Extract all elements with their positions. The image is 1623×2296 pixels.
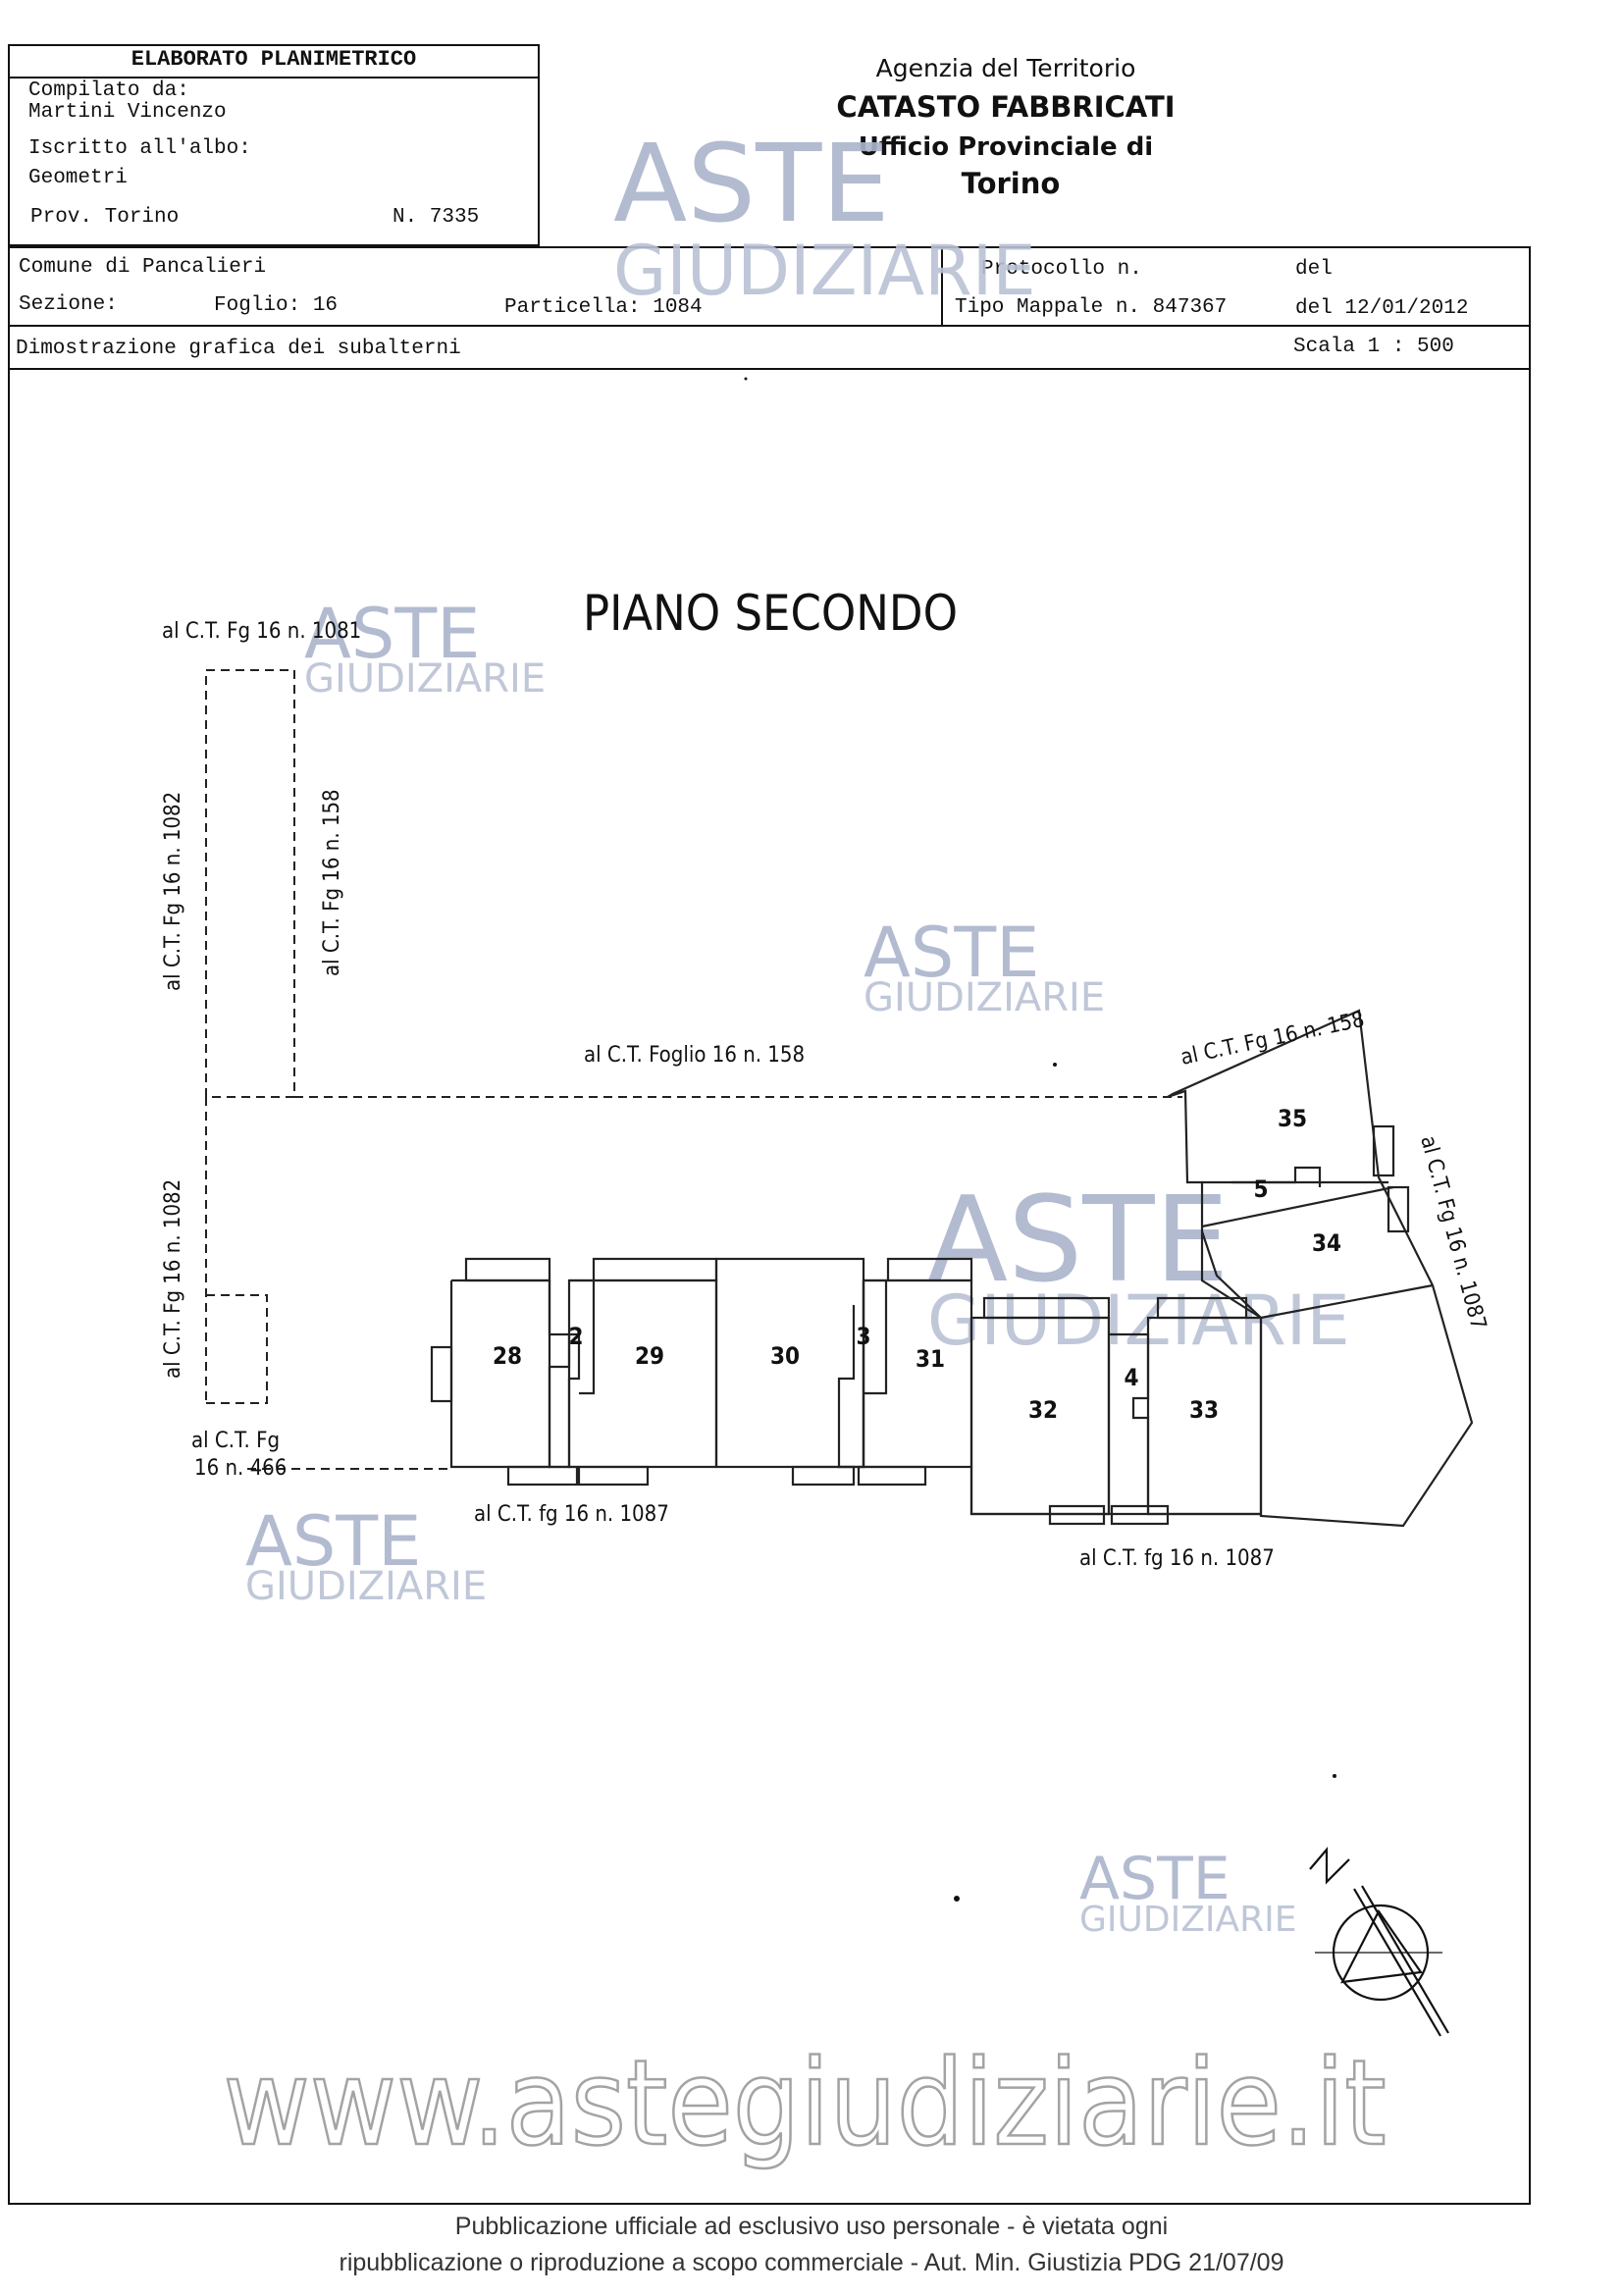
agency-catasto: CATASTO FABBRICATI <box>836 90 1176 124</box>
svg-text:GIUDIZIARIE: GIUDIZIARIE <box>1079 1900 1296 1940</box>
scan-specks <box>744 377 1336 1902</box>
province: Prov. Torino <box>30 206 180 229</box>
watermark-url: www.astegiudiziarie.it <box>223 2036 1386 2172</box>
svg-text:35: 35 <box>1278 1105 1307 1132</box>
tipo-mappale-date: del 12/01/2012 <box>1295 297 1469 320</box>
info-divider <box>941 246 943 327</box>
header-title-box <box>8 44 540 78</box>
svg-text:ASTE: ASTE <box>864 913 1039 993</box>
registration-number: N. 7335 <box>393 206 480 229</box>
registered-label: Iscritto all'albo: <box>28 137 251 160</box>
svg-text:30: 30 <box>770 1342 800 1370</box>
svg-text:28: 28 <box>493 1342 522 1370</box>
footer-line-2: ripubblicazione o riproduzione a scopo c… <box>339 2249 1284 2276</box>
svg-text:al C.T. Fg 16 n. 158: al C.T. Fg 16 n. 158 <box>320 789 344 976</box>
boundary-lines <box>205 669 1182 1470</box>
svg-text:34: 34 <box>1312 1229 1341 1257</box>
building-outlines <box>430 1009 1474 1528</box>
svg-text:GIUDIZIARIE: GIUDIZIARIE <box>613 231 1036 311</box>
particella: Particella: 1084 <box>504 296 703 319</box>
agency-office: Ufficio Provinciale di <box>858 132 1154 162</box>
svg-text:3: 3 <box>856 1323 870 1350</box>
agency-name: Agenzia del Territorio <box>875 54 1136 82</box>
protocollo-date-label: del <box>1295 258 1333 281</box>
protocollo: Protocollo n. <box>981 258 1142 281</box>
svg-text:al C.T. fg 16 n. 1087: al C.T. fg 16 n. 1087 <box>1079 1546 1275 1571</box>
svg-text:ASTE: ASTE <box>613 121 890 246</box>
tipo-mappale: Tipo Mappale n. 847367 <box>955 296 1228 319</box>
svg-text:ASTE: ASTE <box>245 1501 421 1582</box>
dimostrazione: Dimostrazione grafica dei subalterni <box>16 338 461 360</box>
svg-text:29: 29 <box>635 1342 664 1370</box>
svg-text:ASTE: ASTE <box>927 1173 1229 1309</box>
svg-text:al C.T. Fg 16 n. 1082: al C.T. Fg 16 n. 1082 <box>161 792 185 991</box>
svg-text:32: 32 <box>1028 1396 1058 1424</box>
boundary-labels: al C.T. Fg 16 n. 1081 al C.T. Fg 16 n. 1… <box>161 619 1491 1571</box>
svg-text:al C.T. Fg 16 n. 1082: al C.T. Fg 16 n. 1082 <box>161 1179 185 1379</box>
svg-text:al C.T. Fg 16 n. 1081: al C.T. Fg 16 n. 1081 <box>162 619 361 644</box>
svg-text:GIUDIZIARIE: GIUDIZIARIE <box>927 1280 1350 1361</box>
svg-text:2: 2 <box>568 1323 583 1350</box>
svg-text:al C.T. Fg: al C.T. Fg <box>191 1429 280 1453</box>
compiled-label: Compilato da: <box>28 79 189 102</box>
svg-text:al C.T. fg 16 n. 1087: al C.T. fg 16 n. 1087 <box>474 1502 669 1527</box>
svg-text:5: 5 <box>1253 1175 1268 1203</box>
north-arrow-icon <box>1309 1847 1449 2037</box>
footer-line-1: Pubblicazione ufficiale ad esclusivo uso… <box>454 2213 1169 2240</box>
agency-city: Torino <box>961 167 1061 200</box>
svg-text:GIUDIZIARIE: GIUDIZIARIE <box>864 975 1105 1020</box>
svg-text:al C.T. Fg 16 n. 158: al C.T. Fg 16 n. 158 <box>1178 1008 1367 1070</box>
scala: Scala 1 : 500 <box>1293 336 1454 358</box>
registered-value: Geometri <box>28 167 128 189</box>
plan-title: PIANO SECONDO <box>583 585 958 642</box>
drawing-frame <box>8 368 1531 2205</box>
svg-text:al C.T. Fg 16 n. 1087: al C.T. Fg 16 n. 1087 <box>1415 1133 1491 1332</box>
foglio: Foglio: 16 <box>214 294 339 317</box>
subalterni-row <box>8 325 1531 370</box>
sezione: Sezione: <box>19 293 118 316</box>
unit-labels: 28 2 29 30 3 31 32 4 33 35 5 34 <box>493 1105 1341 1424</box>
svg-text:GIUDIZIARIE: GIUDIZIARIE <box>245 1564 487 1609</box>
svg-text:GIUDIZIARIE: GIUDIZIARIE <box>304 656 546 702</box>
watermark-aste: ASTE GIUDIZIARIE ASTE GIUDIZIARIE ASTE G… <box>222 121 1387 2173</box>
svg-text:ASTE: ASTE <box>304 594 480 674</box>
svg-text:16 n. 466: 16 n. 466 <box>194 1456 287 1481</box>
svg-text:31: 31 <box>916 1345 945 1373</box>
header-title: ELABORATO PLANIMETRICO <box>131 47 417 72</box>
comune: Comune di Pancalieri <box>19 256 267 279</box>
svg-text:4: 4 <box>1124 1364 1138 1391</box>
svg-text:ASTE: ASTE <box>1079 1845 1230 1913</box>
svg-text:33: 33 <box>1189 1396 1219 1424</box>
svg-text:al C.T. Foglio 16 n. 158: al C.T. Foglio 16 n. 158 <box>584 1043 805 1068</box>
compiled-name: Martini Vincenzo <box>28 101 227 124</box>
